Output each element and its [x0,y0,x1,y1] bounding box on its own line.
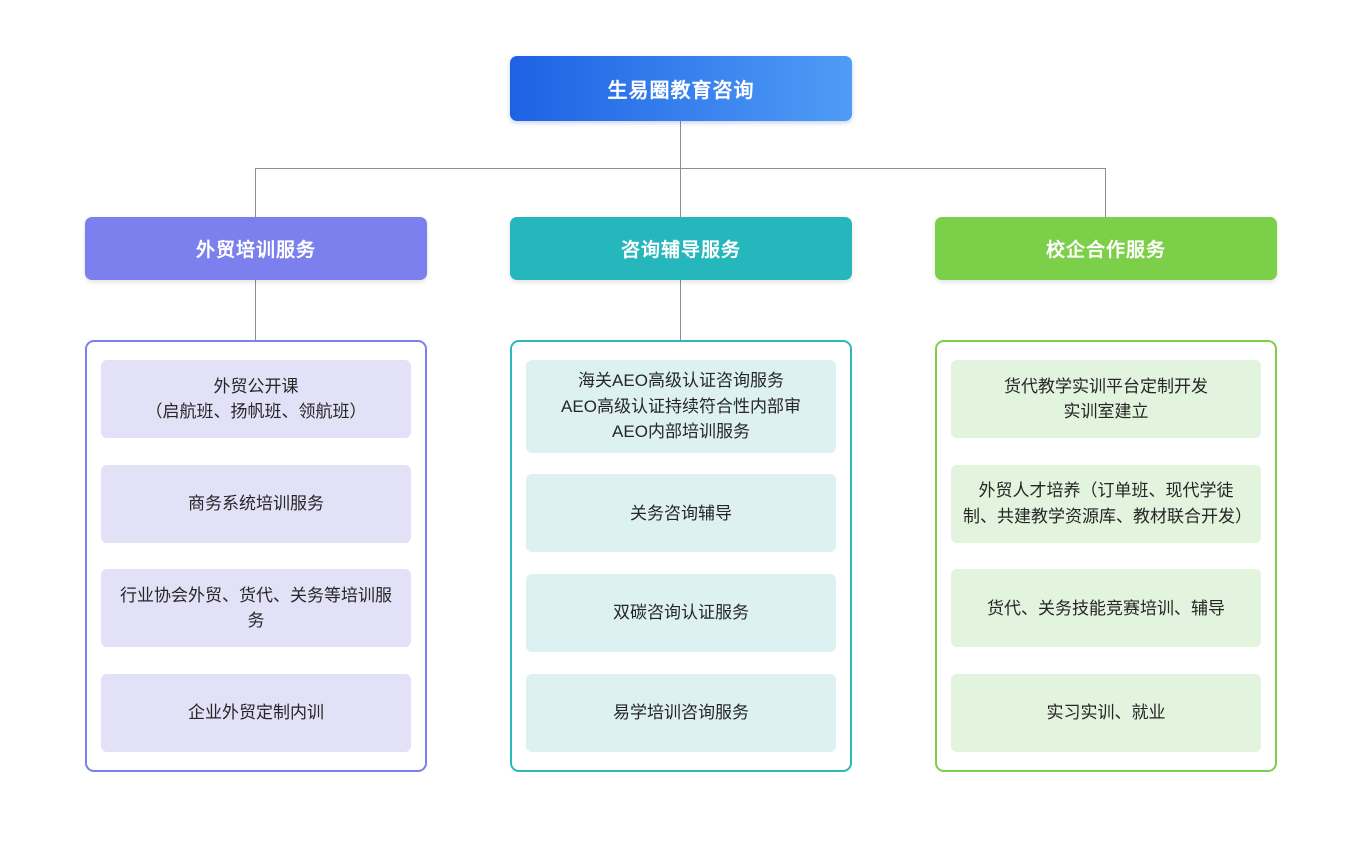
connector-line [255,280,256,340]
connector-line [680,280,681,340]
connector-line [255,168,256,217]
root-node-label: 生易圈教育咨询 [607,80,755,102]
root-node: 生易圈教育咨询 [510,56,852,121]
branch-header-school-enterprise: 校企合作服务 [935,217,1277,280]
leaf-node: 外贸公开课 （启航班、扬帆班、领航班） [101,360,411,438]
branch-box-trade-training: 外贸公开课 （启航班、扬帆班、领航班） 商务系统培训服务 行业协会外贸、货代、关… [85,340,427,772]
leaf-node: 实习实训、就业 [951,673,1261,752]
branch-header-trade-training: 外贸培训服务 [85,217,427,280]
branch-header-consulting: 咨询辅导服务 [510,217,852,280]
leaf-node: 外贸人才培养（订单班、现代学徒制、共建教学资源库、教材联合开发） [951,464,1261,543]
branch-box-consulting: 海关AEO高级认证咨询服务 AEO高级认证持续符合性内部审 AEO内部培训服务 … [510,340,852,772]
leaf-node: 双碳咨询认证服务 [526,574,836,653]
connector-line [1105,168,1106,217]
leaf-node: 行业协会外贸、货代、关务等培训服务 [101,569,411,648]
leaf-node: 关务咨询辅导 [526,474,836,553]
branch-box-school-enterprise: 货代教学实训平台定制开发 实训室建立 外贸人才培养（订单班、现代学徒制、共建教学… [935,340,1277,772]
leaf-node: 海关AEO高级认证咨询服务 AEO高级认证持续符合性内部审 AEO内部培训服务 [526,360,836,453]
leaf-node: 易学培训咨询服务 [526,673,836,752]
leaf-node: 企业外贸定制内训 [101,673,411,752]
branch-header-label: 咨询辅导服务 [620,240,741,261]
leaf-node: 商务系统培训服务 [101,464,411,543]
leaf-node: 货代教学实训平台定制开发 实训室建立 [951,360,1261,438]
branch-header-label: 外贸培训服务 [195,240,316,261]
branch-header-label: 校企合作服务 [1045,240,1166,261]
connector-line [680,168,681,217]
leaf-node: 货代、关务技能竞赛培训、辅导 [951,569,1261,648]
connector-line [680,121,681,168]
